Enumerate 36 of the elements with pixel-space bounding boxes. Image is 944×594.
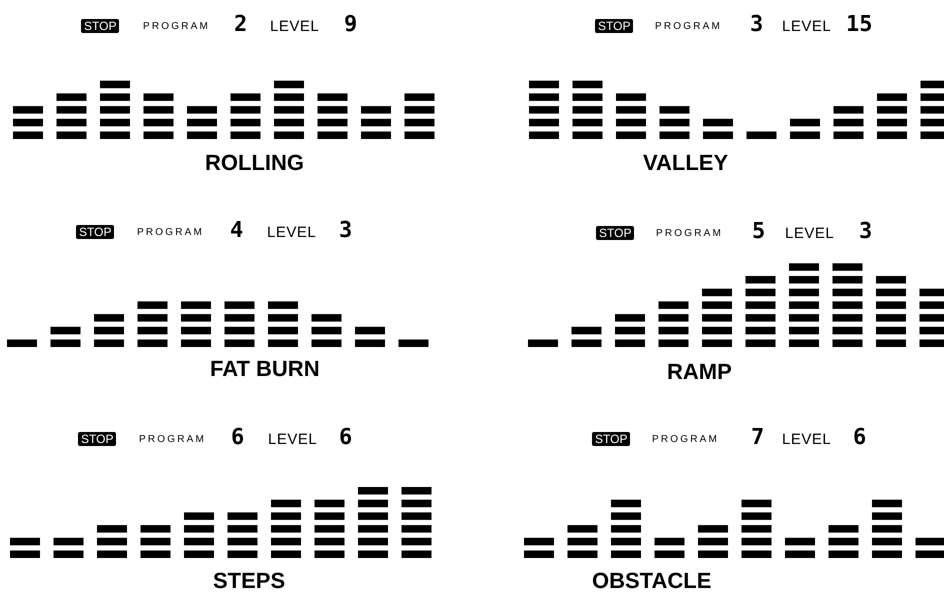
level-number: 15 — [846, 14, 872, 36]
program-label: PROGRAM — [652, 435, 720, 445]
program-number: 2 — [234, 14, 248, 36]
stop-badge: STOP — [81, 19, 120, 33]
level-number: 9 — [344, 14, 358, 36]
program-name: STEPS — [213, 570, 286, 592]
level-label: LEVEL — [782, 19, 832, 34]
program-label: PROGRAM — [137, 228, 204, 238]
program-number: 6 — [231, 427, 244, 449]
stop-badge: STOP — [76, 225, 114, 239]
stop-badge: STOP — [592, 432, 630, 446]
program-number: 4 — [230, 220, 244, 242]
program-label: PROGRAM — [143, 22, 210, 32]
program-number: 5 — [752, 221, 766, 243]
program-number: 3 — [750, 14, 764, 36]
level-number: 3 — [859, 221, 872, 243]
program-name: RAMP — [667, 361, 732, 383]
level-number: 6 — [853, 427, 866, 449]
program-name: FAT BURN — [210, 358, 320, 380]
program-name: ROLLING — [205, 152, 304, 174]
program-name: VALLEY — [643, 152, 728, 174]
level-label: LEVEL — [270, 19, 320, 34]
level-label: LEVEL — [267, 225, 316, 240]
stop-badge: STOP — [595, 19, 634, 33]
stop-badge: STOP — [78, 432, 116, 446]
program-label: PROGRAM — [139, 435, 206, 445]
level-label: LEVEL — [268, 432, 318, 447]
program-label: PROGRAM — [656, 229, 724, 239]
level-number: 3 — [339, 220, 352, 242]
program-label: PROGRAM — [655, 22, 722, 32]
level-label: LEVEL — [782, 432, 832, 447]
program-name: OBSTACLE — [592, 570, 712, 592]
level-number: 6 — [339, 427, 352, 449]
program-number: 7 — [751, 427, 764, 449]
level-label: LEVEL — [785, 226, 834, 241]
stop-badge: STOP — [596, 226, 634, 240]
